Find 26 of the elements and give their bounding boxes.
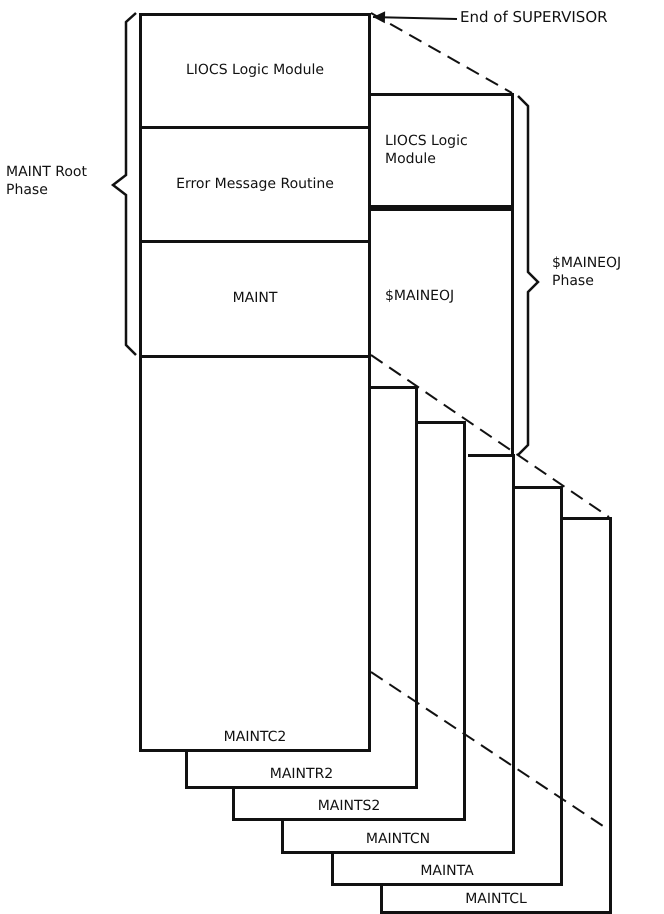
overlay-phase-box bbox=[380, 886, 612, 914]
section-label: MAINTCN bbox=[366, 830, 430, 848]
section-label: LIOCS Logic Module bbox=[385, 133, 469, 168]
arrow bbox=[372, 11, 458, 24]
section-label: MAINTR2 bbox=[270, 766, 334, 783]
phase-label: $MAINEOJ Phase bbox=[552, 254, 622, 290]
phase-label: MAINT Root Phase bbox=[6, 163, 88, 200]
section-label: MAINTA bbox=[420, 862, 474, 880]
section-label: MAINT bbox=[232, 290, 278, 308]
section-label: $MAINEOJ bbox=[385, 288, 454, 306]
memory-section-box bbox=[371, 93, 514, 208]
section-label: MAINTCL bbox=[465, 890, 527, 908]
memory-section-box bbox=[139, 13, 371, 129]
overlay-phase-box bbox=[331, 854, 563, 886]
overlay-phase-box bbox=[281, 821, 515, 854]
memory-section-box bbox=[139, 240, 371, 358]
section-label: LIOCS Logic Module bbox=[186, 62, 324, 80]
section-label: MAINTS2 bbox=[318, 798, 380, 815]
section-label: MAINTC2 bbox=[224, 728, 286, 746]
overlay-phase-box bbox=[232, 789, 466, 821]
section-label: Error Message Routine bbox=[176, 176, 334, 194]
memory-section-box bbox=[139, 126, 371, 243]
memory-section-box bbox=[371, 208, 514, 454]
callout-text: End of SUPERVISOR bbox=[460, 8, 608, 26]
overlay-phase-box bbox=[185, 752, 418, 789]
overlay-phase-box bbox=[139, 355, 371, 752]
